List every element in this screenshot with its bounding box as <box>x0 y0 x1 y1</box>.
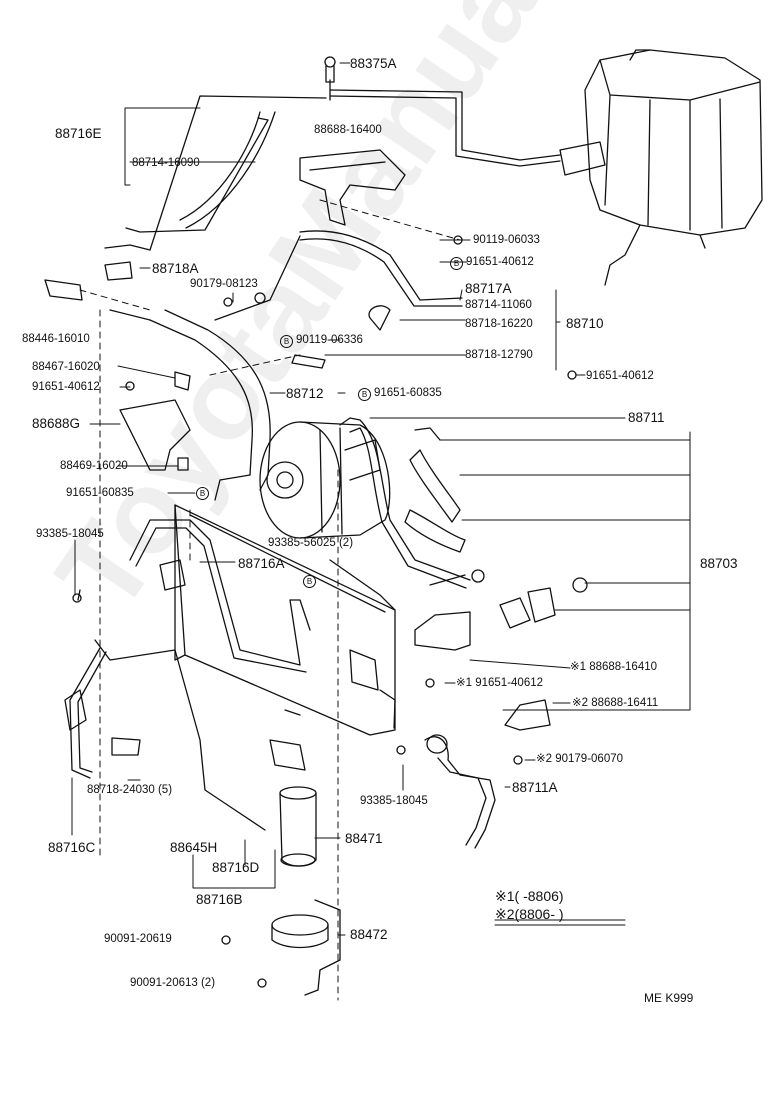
hose-88711 <box>339 417 485 589</box>
circle-b-mark: B <box>358 388 371 401</box>
label-88716D: 88716D <box>212 860 260 875</box>
label-90119-06033: 90119-06033 <box>473 234 540 246</box>
compressor <box>259 421 391 539</box>
label-90179-08123: 90179-08123 <box>190 278 258 290</box>
hose-88711A <box>424 734 496 849</box>
label-88469-16020: 88469-16020 <box>60 460 128 472</box>
small-parts <box>44 56 577 988</box>
label-90091-20613: 90091-20613 (2) <box>130 977 216 989</box>
label-91651-60835-left: 91651-60835 <box>66 487 134 499</box>
legend-line-1: ※1( -8806) <box>495 888 564 904</box>
tube-88716A <box>129 519 311 673</box>
label-88688-16410: ※1 88688-16410 <box>570 661 658 673</box>
upper-piping <box>104 79 561 321</box>
circle-b-mark-condenser: B <box>303 574 319 588</box>
label-88446-16010: 88446-16010 <box>22 333 90 345</box>
bracket-88688-16400 <box>299 149 406 226</box>
label-88716E: 88716E <box>55 126 102 141</box>
label-93385-56025: 93385-56025 (2) <box>268 537 354 549</box>
label-88472: 88472 <box>350 927 388 942</box>
label-88716C: 88716C <box>48 840 96 855</box>
condenser <box>174 504 396 736</box>
label-90179-06070: ※2 90179-06070 <box>536 753 624 765</box>
label-88711A: 88711A <box>512 780 558 795</box>
label-93385-18045-left: 93385-18045 <box>36 528 104 540</box>
circle-b-mark: B <box>450 257 463 270</box>
label-88714-16090: 88714-16090 <box>132 157 200 169</box>
label-88703: 88703 <box>700 556 738 571</box>
label-88645H: 88645H <box>170 840 218 855</box>
label-90091-20619: 90091-20619 <box>104 933 172 945</box>
label-88718-24030: 88718-24030 (5) <box>87 784 173 796</box>
hoses-88703 <box>404 427 588 629</box>
label-88718A: 88718A <box>152 261 199 276</box>
label-88718-12790: 88718-12790 <box>465 349 533 361</box>
label-88711: 88711 <box>628 410 665 425</box>
diagram-code: ME K999 <box>644 991 694 1005</box>
circle-b-mark-compressor: B <box>196 486 212 500</box>
tube-88716C <box>64 639 266 831</box>
label-88716A: 88716A <box>238 556 285 571</box>
label-91651-40612-right: 91651-40612 <box>586 370 654 382</box>
evaporator-unit <box>559 49 763 286</box>
label-88688G: 88688G <box>32 416 81 431</box>
label-88717A: 88717A <box>465 281 512 296</box>
clamp-88472 <box>271 899 341 996</box>
label-91651-40612-bottom: ※1 91651-40612 <box>456 677 544 689</box>
leader-lines <box>71 62 691 1001</box>
label-88716B: 88716B <box>196 892 243 907</box>
legend-line-2: ※2(8806- ) <box>495 906 564 922</box>
label-88718-16220: 88718-16220 <box>465 318 533 330</box>
label-88471: 88471 <box>345 831 383 846</box>
label-88688-16411: ※2 88688-16411 <box>572 697 659 709</box>
label-88712: 88712 <box>286 386 324 401</box>
circle-b-mark: B <box>280 335 293 348</box>
label-88710: 88710 <box>566 316 604 331</box>
label-88688-16400: 88688-16400 <box>314 124 382 136</box>
brackets-88688 <box>119 399 551 731</box>
label-88467-16020: 88467-16020 <box>32 361 100 373</box>
label-93385-18045-bottom: 93385-18045 <box>360 795 428 807</box>
label-91651-40612-left: 91651-40612 <box>32 381 100 393</box>
label-88714-11060: 88714-11060 <box>465 299 532 311</box>
receiver-dryer-88471 <box>269 709 317 867</box>
label-88375A: 88375A <box>350 56 397 71</box>
